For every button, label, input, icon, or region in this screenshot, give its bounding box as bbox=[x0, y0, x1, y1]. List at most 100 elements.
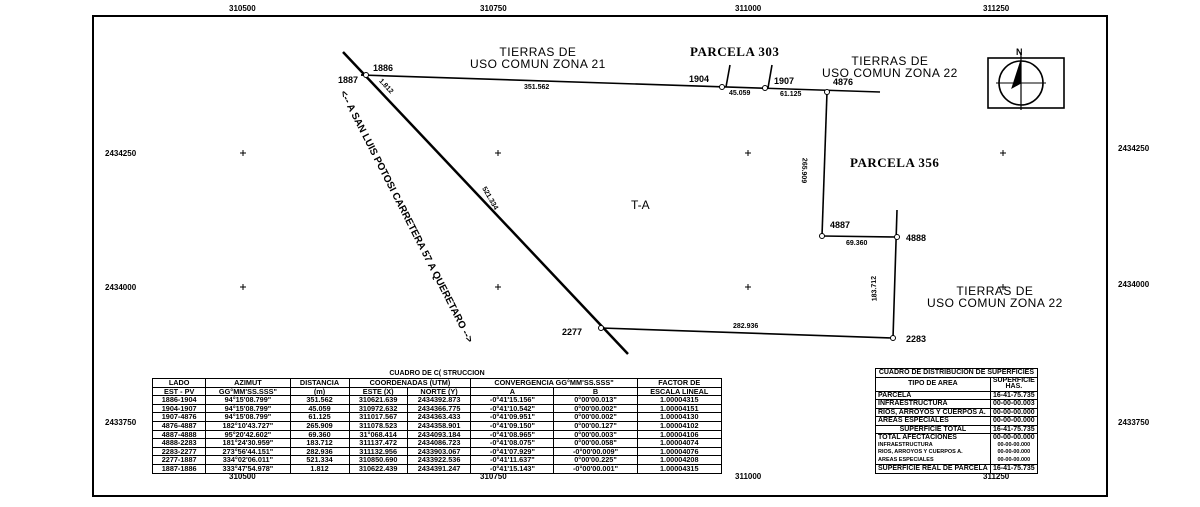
construction-table-cell: 311137.472 bbox=[348, 438, 408, 448]
construction-table-cell: 310622.439 bbox=[348, 463, 408, 474]
construction-table-cell: 182°10'43.727" bbox=[205, 420, 291, 431]
surface-afect-val-1: 00-00-00.000 bbox=[992, 434, 1035, 441]
surface-afect-val-2: 00-00-00.000 bbox=[997, 441, 1031, 448]
north-label: N bbox=[1016, 47, 1023, 57]
construction-table-cell: -0°00'00.001" bbox=[553, 463, 638, 474]
header-azimut: AZIMUT bbox=[205, 378, 291, 388]
vertices bbox=[363, 72, 900, 341]
grid-label-bottom-310750: 310750 bbox=[480, 472, 507, 481]
grid-ticks bbox=[240, 150, 1006, 290]
surface-area-value: 16-41-75.735 bbox=[989, 424, 1038, 434]
parcel-boundary bbox=[360, 64, 898, 339]
construction-table-cell: 0°00'00.058" bbox=[553, 438, 638, 448]
grid-label-bottom-311250: 311250 bbox=[983, 472, 1010, 481]
construction-table-cell: 183.712 bbox=[289, 438, 350, 448]
header-coordenadas: COORDENADAS (UTM) bbox=[348, 378, 472, 388]
surface-area-type: RIOS, ARROYOS Y CUERPOS A. bbox=[875, 407, 991, 417]
header-convergencia: CONVERGENCIA GG°MM'SS.SSS" bbox=[470, 378, 638, 388]
point-label-2283: 2283 bbox=[906, 334, 927, 344]
zone-label-zona-22-top: TIERRAS DE USO COMUN ZONA 22 bbox=[822, 54, 958, 80]
distance-label-4887-4888: 69.360 bbox=[846, 240, 868, 247]
construction-table-cell: 310621.639 bbox=[348, 395, 408, 405]
surface-area-type: SUPERFICIE TOTAL bbox=[875, 424, 991, 434]
surface-real-label: SUPERFICIE REAL DE PARCELA bbox=[875, 464, 991, 474]
point-label-1907: 1907 bbox=[774, 76, 795, 86]
distance-label-2283-2277: 282.936 bbox=[733, 323, 759, 330]
construction-table: CUADRO DE C( STRUCCION LADO AZIMUT DISTA… bbox=[151, 370, 723, 474]
grid-label-top-310500: 310500 bbox=[229, 4, 256, 13]
grid-label-right-2433750: 2433750 bbox=[1118, 418, 1150, 427]
zone-label-zona-22-right: TIERRAS DE USO COMUN ZONA 22 bbox=[927, 284, 1063, 310]
distance-label-1907-4876: 61.125 bbox=[780, 91, 802, 98]
construction-table-cell: 2434358.901 bbox=[406, 420, 472, 431]
grid-label-left-2434000: 2434000 bbox=[105, 283, 137, 292]
parcel-label-303: PARCELA 303 bbox=[690, 44, 780, 59]
construction-table-cell: -0°41'15.156" bbox=[470, 395, 555, 405]
surface-table-title: CUADRO DE DISTRIBUCION DE SUPERFICIES bbox=[875, 368, 1038, 378]
surface-afect-val-4: 00-00-00.000 bbox=[997, 456, 1031, 463]
point-label-4887: 4887 bbox=[830, 220, 851, 230]
construction-table-cell: 2434392.873 bbox=[406, 395, 472, 405]
grid-label-top-311000: 311000 bbox=[735, 4, 762, 13]
construction-table-cell: 333°47'54.978" bbox=[205, 463, 291, 474]
surface-table: CUADRO DE DISTRIBUCION DE SUPERFICIES TI… bbox=[875, 368, 1038, 474]
surface-area-type: PARCELA bbox=[875, 390, 991, 400]
construction-table-cell: 2434391.247 bbox=[406, 463, 472, 474]
surface-area-type: AREAS ESPECIALES bbox=[875, 416, 991, 426]
construction-table-cell: 1.00004074 bbox=[636, 438, 723, 448]
surface-afect-cell: TOTAL AFECTACIONES INFRAESTRUCTURA RIOS,… bbox=[875, 433, 991, 465]
construction-table-cell: 311078.523 bbox=[348, 420, 408, 431]
parcel-label-356: PARCELA 356 bbox=[850, 155, 940, 170]
road-line bbox=[342, 51, 629, 355]
surface-table-row: RIOS, ARROYOS Y CUERPOS A.00-00-00.000 bbox=[875, 407, 1038, 417]
surface-afect-sub-3: AREAS ESPECIALES bbox=[878, 456, 934, 463]
point-label-1886: 1886 bbox=[373, 63, 394, 73]
surface-header-tipo: TIPO DE AREA bbox=[875, 376, 991, 392]
grid-label-left-2433750: 2433750 bbox=[105, 418, 137, 427]
surface-afect-sub-2: RIOS, ARROYOS Y CUERPOS A. bbox=[878, 449, 963, 455]
construction-table-cell: 1.812 bbox=[289, 463, 350, 474]
surface-area-value: 00-00-00.000 bbox=[989, 416, 1038, 426]
construction-table-cell: 1.00004102 bbox=[636, 420, 723, 431]
construction-table-cell: 2434086.723 bbox=[406, 438, 472, 448]
construction-table-cell: -0°41'08.075" bbox=[470, 438, 555, 448]
north-arrow bbox=[987, 52, 1065, 110]
surface-afect-sub-1: INFRAESTRUCTURA bbox=[878, 441, 933, 448]
grid-label-right-2434250: 2434250 bbox=[1118, 144, 1150, 153]
construction-table-cell: 0°00'00.127" bbox=[553, 420, 638, 431]
grid-label-top-310750: 310750 bbox=[480, 4, 507, 13]
surface-area-value: 16-41-75.735 bbox=[989, 390, 1038, 400]
construction-table-title: CUADRO DE C( STRUCCION bbox=[389, 370, 485, 378]
construction-table-cell: 0°00'00.013" bbox=[553, 395, 638, 405]
map-frame bbox=[92, 15, 1108, 497]
distance-label-4876-4887: 265.909 bbox=[799, 157, 808, 184]
point-label-4876: 4876 bbox=[833, 77, 854, 87]
surface-area-type: INFRAESTRUCTURA bbox=[875, 399, 991, 409]
construction-table-cell: 4888-2283 bbox=[151, 438, 207, 448]
point-label-4888: 4888 bbox=[906, 233, 927, 243]
grid-label-top-311250: 311250 bbox=[983, 4, 1010, 13]
construction-table-cell: 265.909 bbox=[289, 420, 350, 431]
grid-label-right-2434000: 2434000 bbox=[1118, 280, 1150, 289]
surface-afect-label: TOTAL AFECTACIONES bbox=[878, 434, 957, 441]
grid-label-left-2434250: 2434250 bbox=[105, 149, 137, 158]
header-factor: FACTOR DE bbox=[636, 378, 723, 388]
construction-table-cell: 1.00004315 bbox=[636, 395, 723, 405]
surface-area-value: 00-00-00.003 bbox=[989, 399, 1038, 409]
construction-table-cell: 181°24'30.959" bbox=[205, 438, 291, 448]
construction-table-cell: 1.00004315 bbox=[636, 463, 723, 474]
point-label-1887: 1887 bbox=[338, 75, 359, 85]
construction-table-cell: -0°41'15.143" bbox=[470, 463, 555, 474]
point-label-2277: 2277 bbox=[562, 327, 583, 337]
surface-area-value: 00-00-00.000 bbox=[989, 407, 1038, 417]
surface-afect-values: 00-00-00.000 00-00-00.000 00-00-00.000 0… bbox=[989, 433, 1038, 465]
construction-table-cell: 351.562 bbox=[289, 395, 350, 405]
